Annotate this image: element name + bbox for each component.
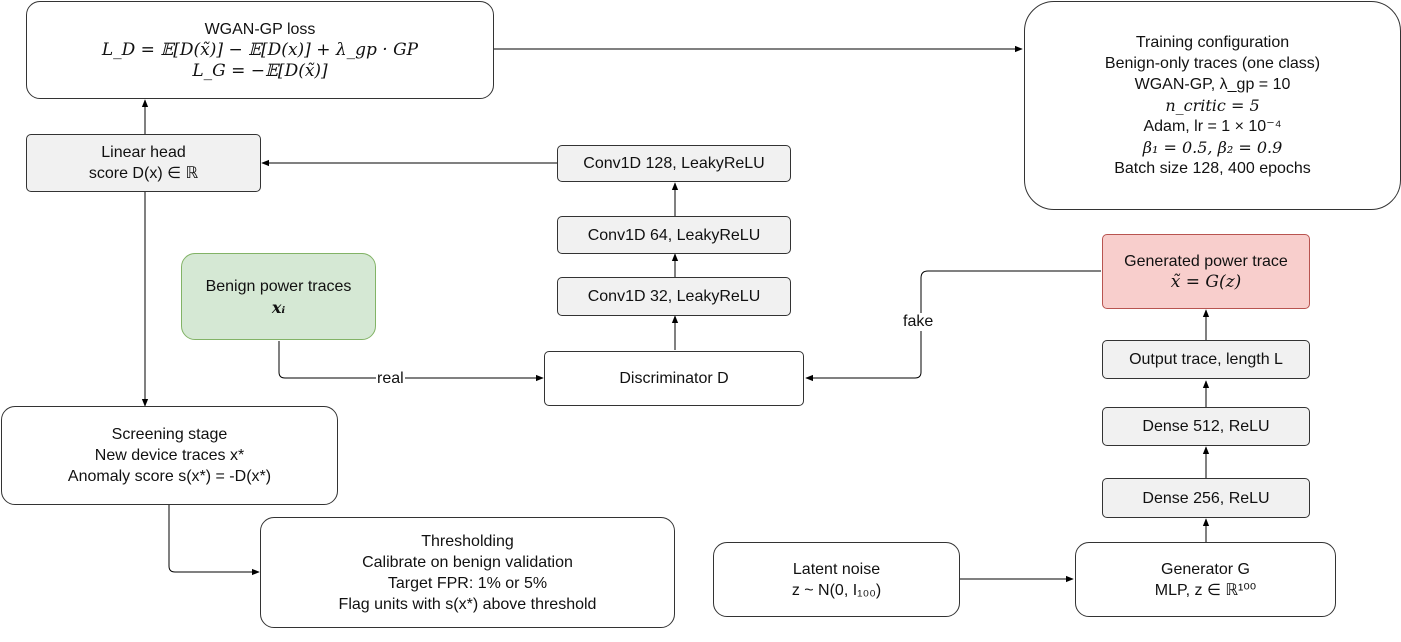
generated-trace-box: Generated power trace x̃ = G(z): [1102, 234, 1310, 309]
edge-label-fake: fake: [902, 313, 935, 331]
conv1d-128-label: Conv1D 128, LeakyReLU: [583, 155, 765, 172]
training-betas: β₁ = 0.5, β₂ = 0.9: [1142, 138, 1283, 157]
thresholding-flag: Flag units with s(x*) above threshold: [338, 595, 597, 613]
generator-loss-formula: L_G = −𝔼[D(x̃)]: [192, 60, 328, 81]
linear-head-score: score D(x) ∈ ℝ: [88, 165, 199, 182]
discriminator-box: Discriminator D: [544, 351, 804, 406]
screening-title: Screening stage: [111, 426, 228, 443]
training-optimizer: Adam, lr = 1 × 10⁻⁴: [1143, 118, 1282, 135]
conv1d-64-label: Conv1D 64, LeakyReLU: [587, 226, 761, 244]
thresholding-fpr: Target FPR: 1% or 5%: [387, 574, 548, 592]
loss-title: WGAN-GP loss: [204, 20, 316, 38]
edge-label-real: real: [376, 370, 405, 388]
training-ncritic: n_critic = 5: [1165, 96, 1260, 115]
benign-traces-box: Benign power traces xᵢ: [181, 253, 376, 340]
thresholding-title: Thresholding: [421, 532, 514, 550]
linear-head-title: Linear head: [101, 144, 186, 161]
generated-trace-formula: x̃ = G(z): [1170, 271, 1242, 292]
conv1d-32-box: Conv1D 32, LeakyReLU: [557, 277, 791, 316]
training-method: WGAN-GP, λ_gp = 10: [1134, 76, 1291, 93]
latent-noise-box: Latent noise z ~ N(0, I₁₀₀): [713, 542, 960, 617]
training-title: Training configuration: [1135, 34, 1290, 51]
training-data: Benign-only traces (one class): [1104, 55, 1321, 72]
generator-box: Generator G MLP, z ∈ ℝ¹⁰⁰: [1075, 542, 1336, 617]
loss-box: WGAN-GP loss L_D = 𝔼[D(x̃)] − 𝔼[D(x)] + …: [26, 1, 494, 99]
benign-traces-symbol: xᵢ: [271, 297, 286, 317]
thresholding-box: Thresholding Calibrate on benign validat…: [260, 517, 675, 628]
linear-head-box: Linear head score D(x) ∈ ℝ: [26, 134, 261, 192]
screening-anomaly-score: Anomaly score s(x*) = -D(x*): [67, 468, 272, 485]
screening-new-traces: New device traces x*: [94, 447, 245, 464]
training-config-box: Training configuration Benign-only trace…: [1024, 1, 1401, 210]
generator-title: Generator G: [1161, 560, 1250, 578]
thresholding-calibrate: Calibrate on benign validation: [362, 553, 573, 571]
arrow-benign-to-disc: [278, 341, 544, 382]
discriminator-label: Discriminator D: [619, 370, 729, 387]
output-trace-label: Output trace, length L: [1129, 351, 1283, 368]
arrow-screening-to-thresholding: [168, 505, 260, 576]
dense-512-label: Dense 512, ReLU: [1142, 418, 1270, 435]
training-batch: Batch size 128, 400 epochs: [1114, 160, 1311, 177]
arrow-generated-to-disc: [805, 270, 1101, 382]
screening-stage-box: Screening stage New device traces x* Ano…: [1, 406, 338, 505]
dense-256-label: Dense 256, ReLU: [1142, 489, 1270, 507]
dense-256-box: Dense 256, ReLU: [1102, 478, 1310, 518]
generator-detail: MLP, z ∈ ℝ¹⁰⁰: [1154, 581, 1257, 599]
conv1d-128-box: Conv1D 128, LeakyReLU: [557, 145, 791, 182]
generated-trace-title: Generated power trace: [1124, 252, 1288, 270]
dense-512-box: Dense 512, ReLU: [1102, 407, 1310, 446]
conv1d-32-label: Conv1D 32, LeakyReLU: [587, 288, 761, 305]
latent-noise-title: Latent noise: [792, 560, 881, 578]
conv1d-64-box: Conv1D 64, LeakyReLU: [557, 216, 791, 254]
benign-traces-title: Benign power traces: [205, 277, 352, 295]
output-trace-box: Output trace, length L: [1102, 340, 1310, 379]
latent-noise-distribution: z ~ N(0, I₁₀₀): [791, 581, 882, 599]
discriminator-loss-formula: L_D = 𝔼[D(x̃)] − 𝔼[D(x)] + λ_gp · GP: [101, 39, 419, 60]
